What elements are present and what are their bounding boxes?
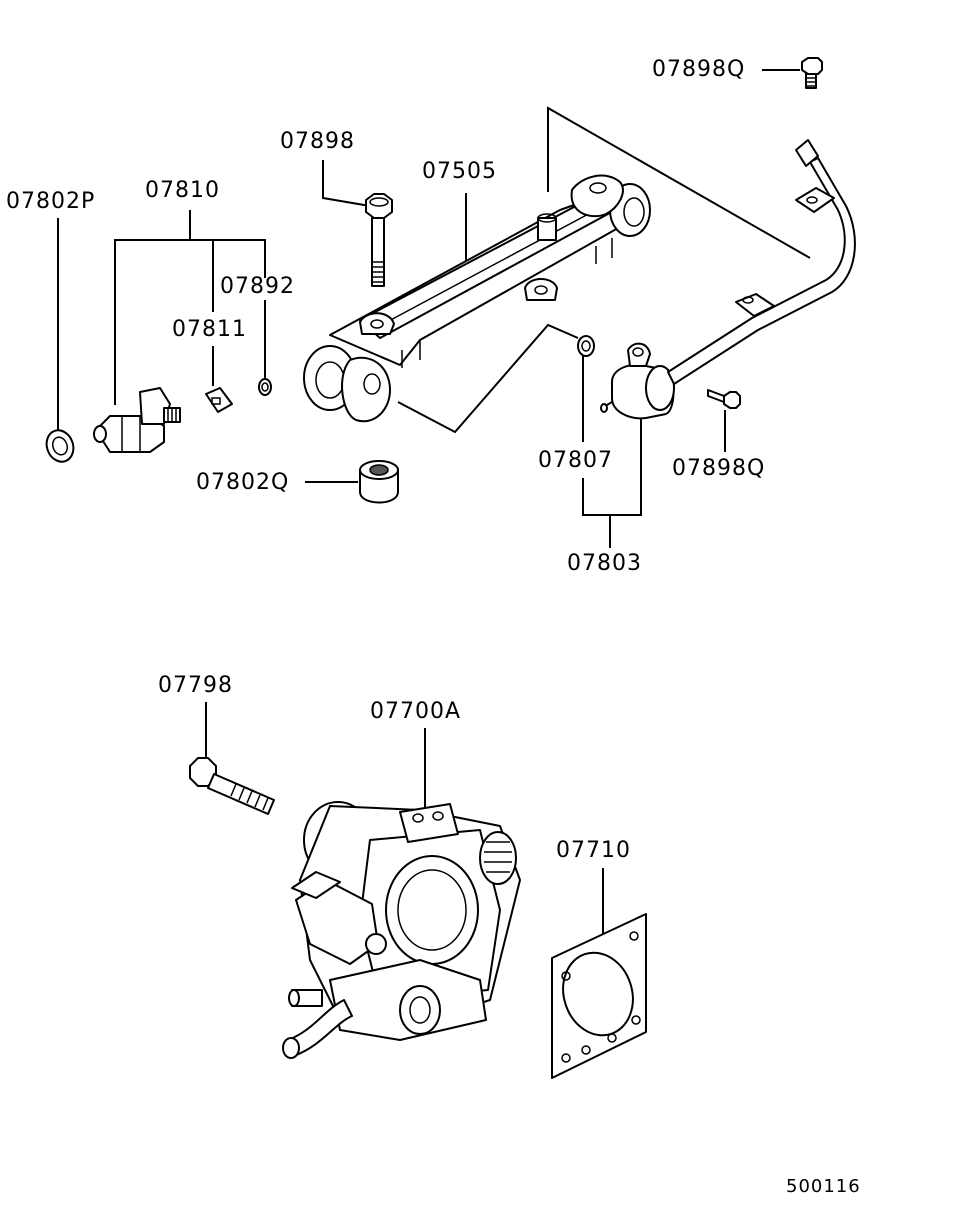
- label-07892: 07892: [220, 274, 295, 299]
- fuel-rail-07505: [303, 174, 651, 423]
- label-07898q-right: 07898Q: [672, 456, 765, 481]
- label-07802p: 07802P: [6, 189, 95, 214]
- injector-07810: [93, 387, 181, 453]
- label-07898: 07898: [280, 129, 355, 154]
- bolt-07898: [365, 193, 393, 287]
- diagram-id: 500116: [786, 1176, 861, 1197]
- seal-07802p: [45, 429, 75, 463]
- insulator-07802q: [359, 460, 399, 504]
- bolt-07898q-right: [707, 389, 741, 409]
- label-07803: 07803: [567, 551, 642, 576]
- label-07798: 07798: [158, 673, 233, 698]
- clip-07811: [205, 387, 233, 413]
- return-pipe: [667, 139, 856, 385]
- label-07710: 07710: [556, 838, 631, 863]
- leader-lines: [57, 69, 811, 959]
- gasket-07710: [551, 913, 647, 1079]
- oring-07807: [577, 335, 595, 357]
- throttle-body-07700a: [282, 801, 521, 1059]
- label-07898q-top: 07898Q: [652, 57, 745, 82]
- label-07700a: 07700A: [370, 699, 461, 724]
- label-07810: 07810: [145, 178, 220, 203]
- oring-07892: [258, 378, 272, 396]
- label-07505: 07505: [422, 159, 497, 184]
- pressure-regulator-07803: [600, 342, 675, 420]
- bolt-07798: [189, 757, 275, 815]
- label-07807: 07807: [538, 448, 613, 473]
- bolt-07898q-top: [801, 57, 823, 89]
- label-07811: 07811: [172, 317, 247, 342]
- label-07802q: 07802Q: [196, 470, 289, 495]
